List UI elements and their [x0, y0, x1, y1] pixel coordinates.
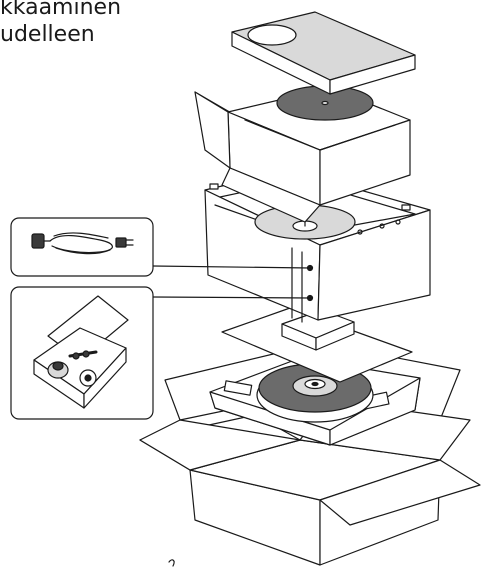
accessory-box-callout: [11, 287, 153, 419]
page-mark: [169, 560, 174, 566]
top-lid: [232, 12, 415, 94]
power-cord-callout: [11, 218, 153, 276]
